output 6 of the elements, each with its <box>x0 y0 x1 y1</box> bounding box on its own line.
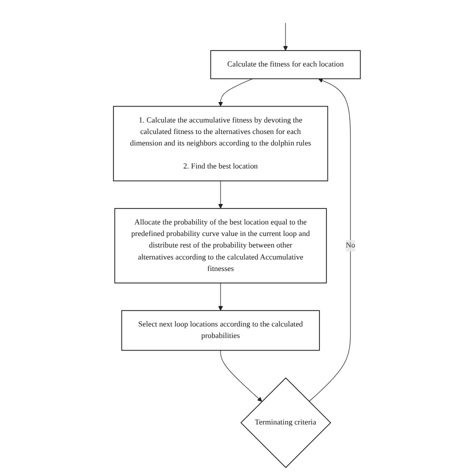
arrow <box>308 78 351 402</box>
arrow <box>218 78 254 107</box>
arrow <box>218 180 224 209</box>
arrow <box>220 350 262 402</box>
arrow <box>218 282 224 311</box>
arrow <box>283 22 288 51</box>
